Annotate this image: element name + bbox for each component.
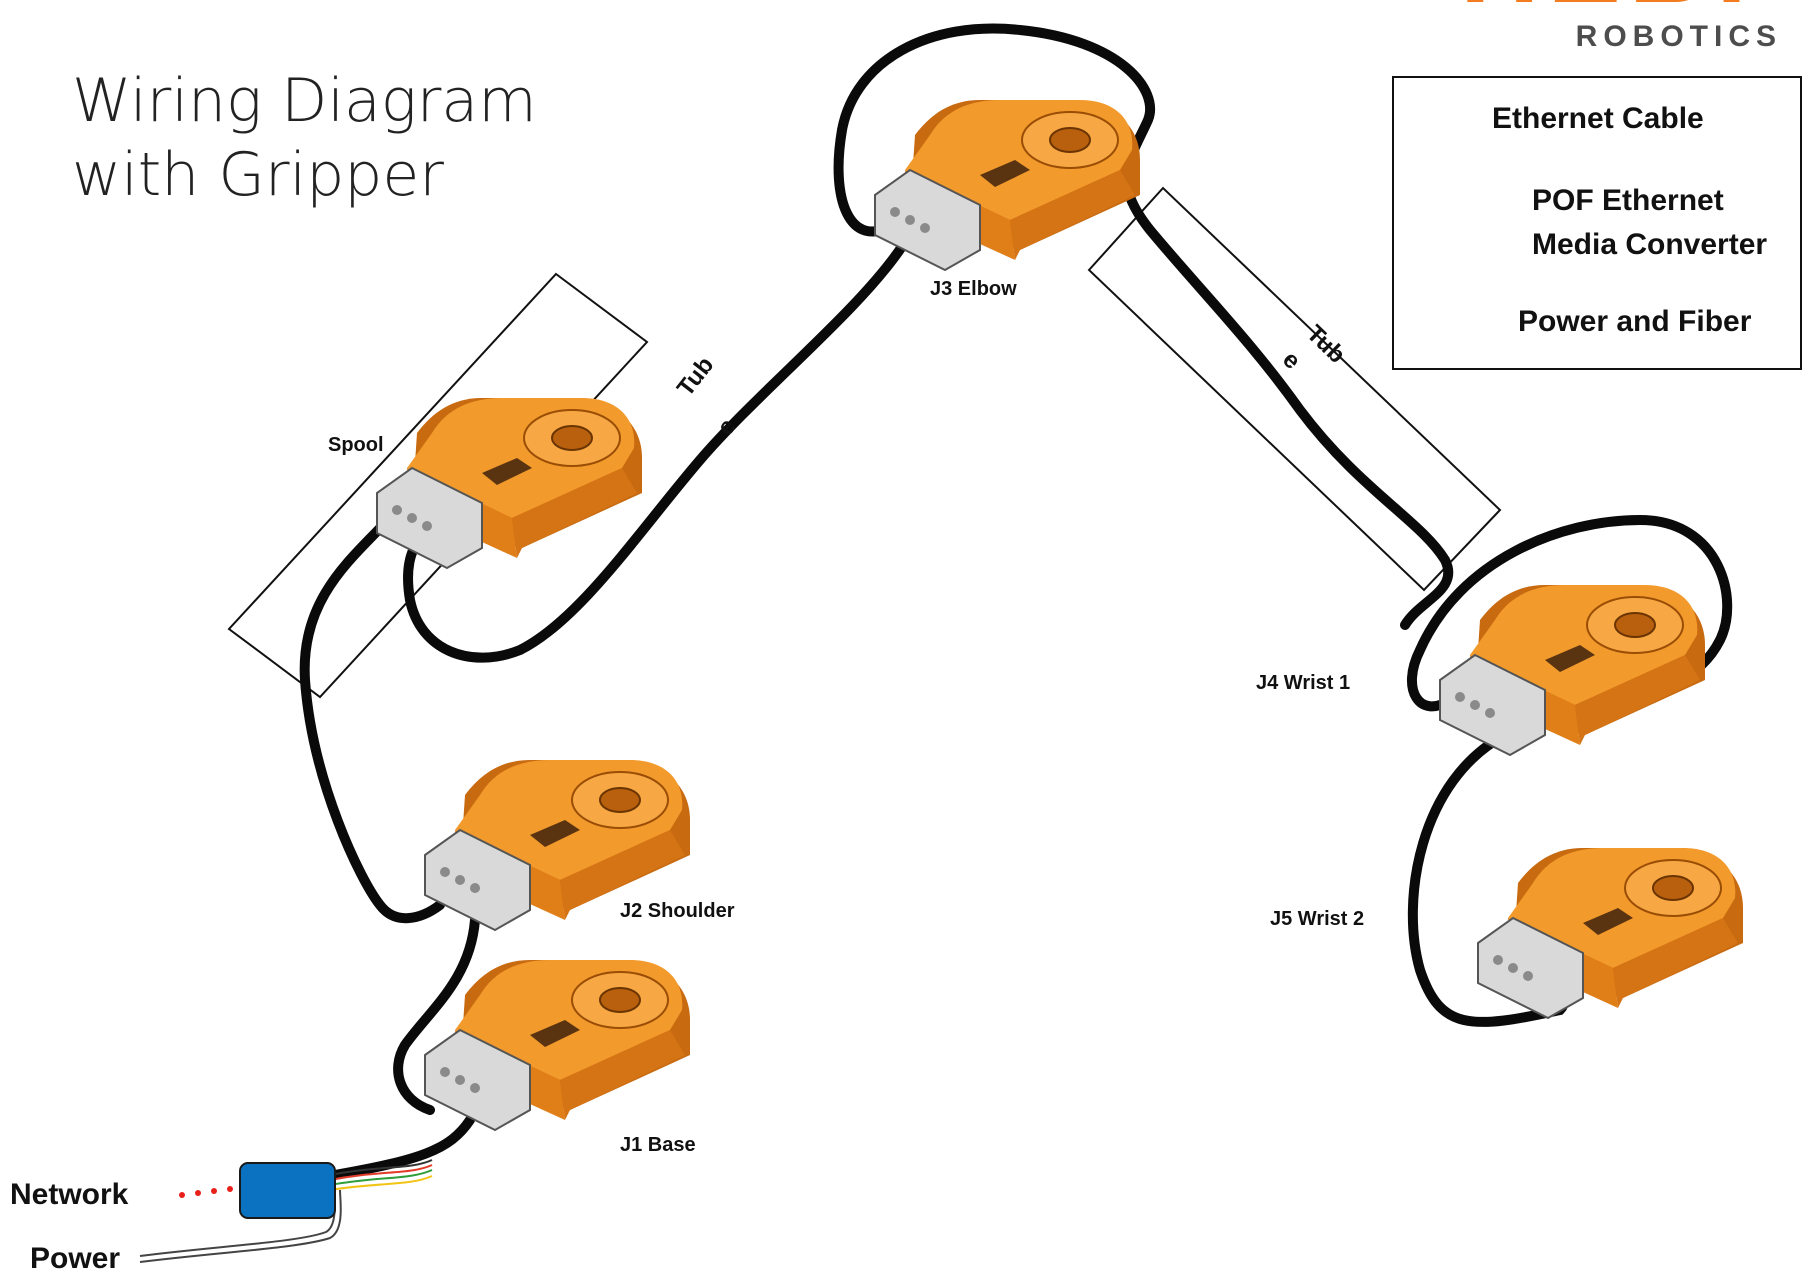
actuator-j4	[1439, 584, 1706, 756]
network-line	[179, 1186, 233, 1198]
diagram-title: Wiring Diagram with Gripper	[72, 64, 537, 212]
label-spool: Spool	[328, 434, 384, 456]
label-j4-wrist-1: J4 Wrist 1	[1256, 672, 1351, 694]
cable-j3-loop	[833, 23, 1454, 630]
brand-logo: HEBI	[1460, 0, 1790, 15]
label-j3-elbow: J3 Elbow	[930, 278, 1017, 300]
label-j5-wrist-2: J5 Wrist 2	[1270, 908, 1365, 930]
label-j1-base: J1 Base	[620, 1134, 696, 1156]
brand-name: ROBOTICS	[1575, 20, 1782, 53]
brand-logo-wordmark: HEBI	[1460, 0, 1755, 15]
actuator-j5	[1477, 847, 1744, 1019]
legend-ethernet-label: Ethernet Cable	[1492, 102, 1704, 135]
label-power: Power	[30, 1242, 121, 1275]
actuator-j1	[424, 959, 691, 1131]
media-converter	[239, 1162, 336, 1219]
cable-j3-spool	[403, 240, 908, 663]
label-network: Network	[10, 1178, 129, 1211]
title-line-1: Wiring Diagram	[72, 66, 537, 136]
actuator-j3	[874, 99, 1141, 271]
legend-converter-label: POF Ethernet	[1532, 184, 1724, 217]
title-line-2: with Gripper	[72, 140, 444, 210]
legend-box	[1392, 76, 1802, 370]
tube-left	[227, 272, 649, 699]
label-j2-shoulder: J2 Shoulder	[620, 900, 735, 922]
cable-spool-j2	[299, 515, 445, 924]
legend-cable-label: Power and Fiber	[1518, 305, 1752, 338]
actuator-spool	[376, 397, 643, 569]
cable-j2-j1	[393, 915, 480, 1115]
legend-converter-label-2: Media Converter	[1532, 228, 1768, 261]
